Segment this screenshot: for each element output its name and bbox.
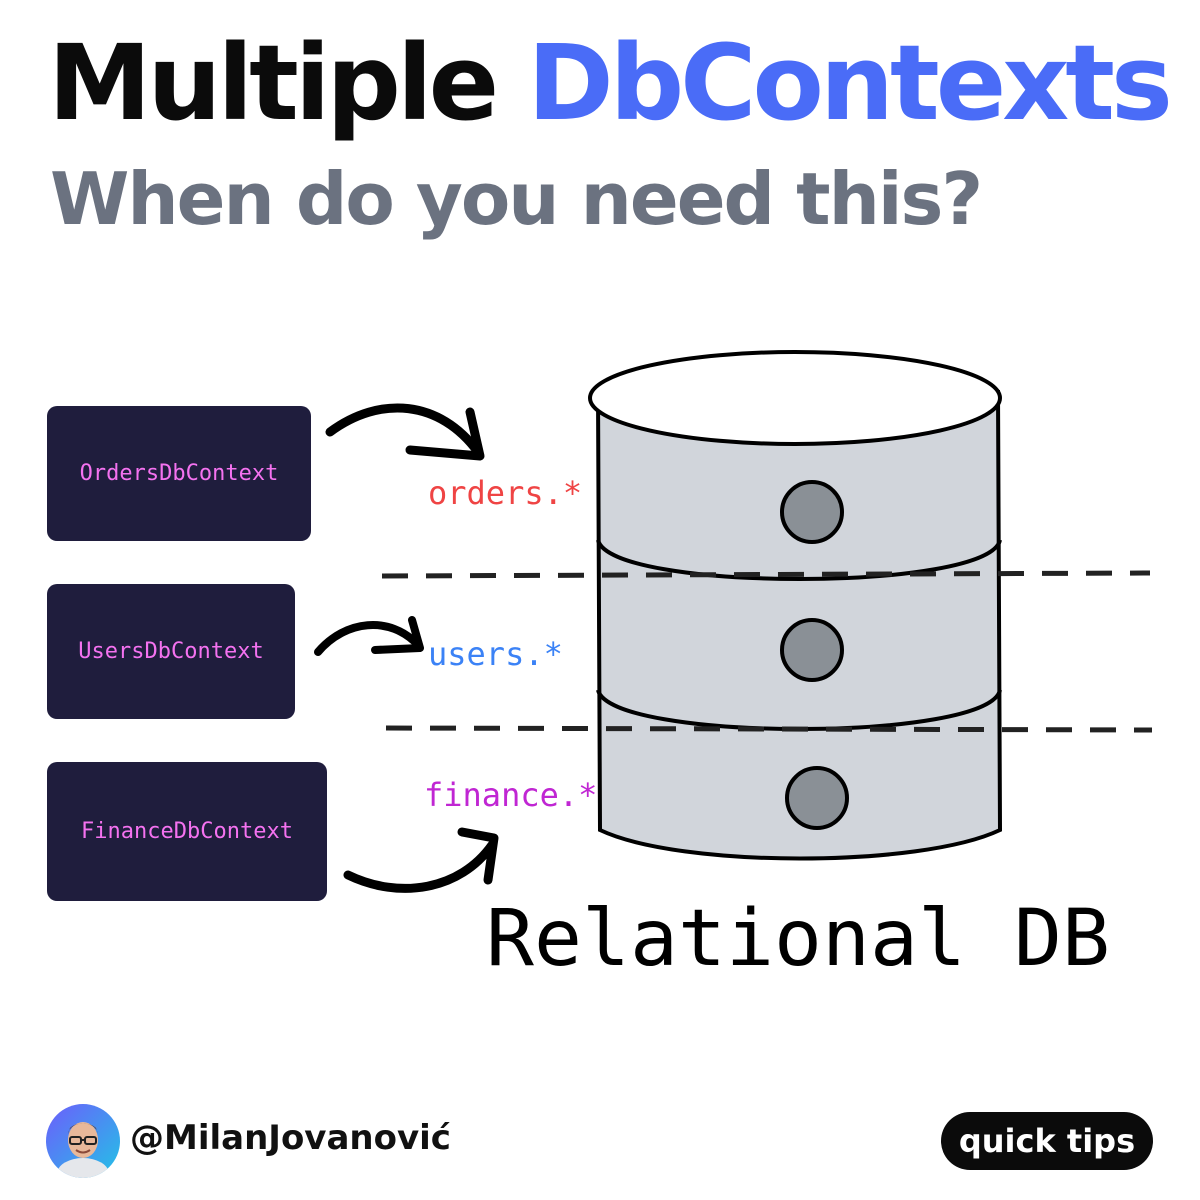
- arrow-finance: [343, 827, 499, 893]
- schema-label-finance: finance.*: [424, 776, 597, 814]
- segment-knob-1: [780, 480, 844, 544]
- finance-dbcontext-label: FinanceDbContext: [81, 819, 293, 844]
- users-dbcontext-label: UsersDbContext: [78, 639, 264, 664]
- title-main: Multiple: [48, 22, 528, 144]
- database-label: Relational DB: [486, 894, 1110, 984]
- cylinder-top: [588, 350, 1002, 446]
- quick-tips-label: quick tips: [958, 1122, 1136, 1160]
- database-cylinder: [588, 350, 1003, 861]
- schema-label-users: users.*: [428, 635, 563, 673]
- users-dbcontext-box: UsersDbContext: [47, 584, 295, 719]
- schema-label-orders: orders.*: [428, 474, 582, 512]
- orders-dbcontext-label: OrdersDbContext: [79, 461, 279, 486]
- segment-knob-3: [785, 766, 849, 830]
- separator-dashed-1: [381, 570, 1151, 579]
- arrow-users: [314, 616, 424, 656]
- page-title: Multiple DbContexts: [48, 22, 1173, 144]
- quick-tips-badge: quick tips: [941, 1112, 1153, 1170]
- author-avatar: [46, 1104, 120, 1178]
- author-handle: @MilanJovanović: [130, 1118, 451, 1158]
- cylinder-segment-line-1: [596, 539, 1002, 581]
- separator-dashed-2: [385, 725, 1153, 733]
- arrow-orders: [325, 403, 485, 461]
- page-subtitle: When do you need this?: [50, 157, 983, 241]
- orders-dbcontext-box: OrdersDbContext: [47, 406, 311, 541]
- finance-dbcontext-box: FinanceDbContext: [47, 762, 327, 901]
- avatar-portrait-icon: [57, 1122, 109, 1178]
- title-accent: DbContexts: [527, 22, 1173, 144]
- segment-knob-2: [780, 618, 844, 682]
